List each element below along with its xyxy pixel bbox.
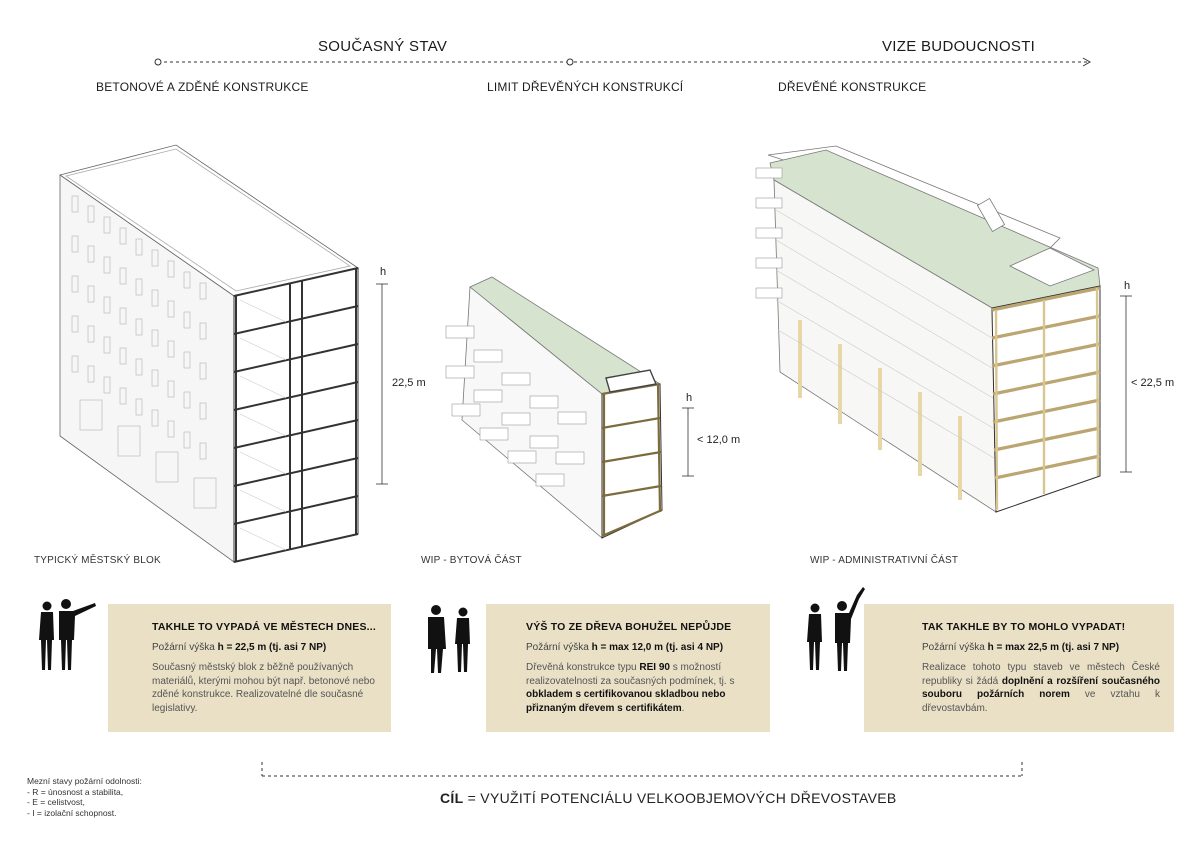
info-box-title: VÝŠ TO ZE DŘEVA BOHUŽEL NEPŮJDE (526, 621, 732, 633)
fire-resistance-legend: Mezní stavy požární odolnosti: - R = úno… (27, 776, 142, 818)
legend-item: - I = izolační schopnost. (27, 807, 117, 818)
dim-value-label-2: < 12,0 m (697, 434, 741, 446)
info-box-title: TAKHLE TO VYPADÁ VE MĚSTECH DNES... (152, 621, 377, 633)
info-box-vision: TAK TAKHLE BY TO MOHLO VYPADAT! Požární … (864, 604, 1174, 732)
concrete-structures-label: BETONOVÉ A ZDĚNÉ KONSTRUKCE (96, 80, 309, 94)
timeline (154, 57, 1092, 67)
building-timber-office (755, 145, 1101, 513)
legend-item: - E = celistvost, (27, 797, 85, 807)
goal-statement: CÍL = VYUŽITÍ POTENCIÁLU VELKOOBJEMOVÝCH… (440, 790, 897, 806)
info-box-body: Realizace tohoto typu staveb ve městech … (922, 662, 1161, 714)
dim-value-label-3: < 22,5 m (1131, 377, 1175, 389)
dimension-line-3 (1120, 295, 1132, 473)
timber-limit-label: LIMIT DŘEVĚNÝCH KONSTRUKCÍ (487, 80, 684, 94)
info-box-title: TAK TAKHLE BY TO MOHLO VYPADAT! (922, 621, 1126, 633)
goal-bracket (261, 762, 1023, 777)
dimension-line-2 (682, 407, 694, 477)
people-silhouette-1 (39, 599, 96, 670)
legend-title: Mezní stavy požární odolnosti: (27, 776, 142, 786)
dimension-line-1 (376, 283, 388, 485)
caption-residential: WIP - BYTOVÁ ČÁST (421, 555, 522, 566)
dim-h-label-1: h (380, 266, 387, 278)
info-box-today: TAKHLE TO VYPADÁ VE MĚSTECH DNES... Požá… (108, 604, 391, 732)
dim-h-label-3: h (1124, 280, 1131, 292)
legend-item: - R = únosnost a stabilita, (27, 786, 124, 797)
info-box-body: Současný městský blok z běžně používanýc… (152, 662, 375, 714)
fire-height-line: Požární výška h = max 12,0 m (tj. asi 4 … (526, 642, 724, 653)
people-silhouette-2 (428, 605, 470, 673)
info-box-body: Dřevěná konstrukce typu REI 90 s možnost… (526, 662, 735, 714)
caption-typical-block: TYPICKÝ MĚSTSKÝ BLOK (34, 555, 161, 566)
current-state-heading: SOUČASNÝ STAV (318, 38, 448, 55)
info-box-limit: VÝŠ TO ZE DŘEVA BOHUŽEL NEPŮJDE Požární … (486, 604, 770, 732)
timber-structures-label: DŘEVĚNÉ KONSTRUKCE (778, 80, 927, 94)
caption-administrative: WIP - ADMINISTRATIVNÍ ČÁST (810, 555, 959, 566)
building-concrete-block (59, 144, 359, 563)
people-silhouette-3 (807, 587, 865, 671)
building-timber-residential (445, 276, 663, 539)
future-vision-heading: VIZE BUDOUCNOSTI (882, 38, 1036, 55)
dim-h-label-2: h (686, 392, 693, 404)
fire-height-line: Požární výška h = 22,5 m (tj. asi 7 NP) (152, 642, 327, 653)
dim-value-label-1: 22,5 m (392, 377, 426, 389)
fire-height-line: Požární výška h = max 22,5 m (tj. asi 7 … (922, 642, 1120, 653)
